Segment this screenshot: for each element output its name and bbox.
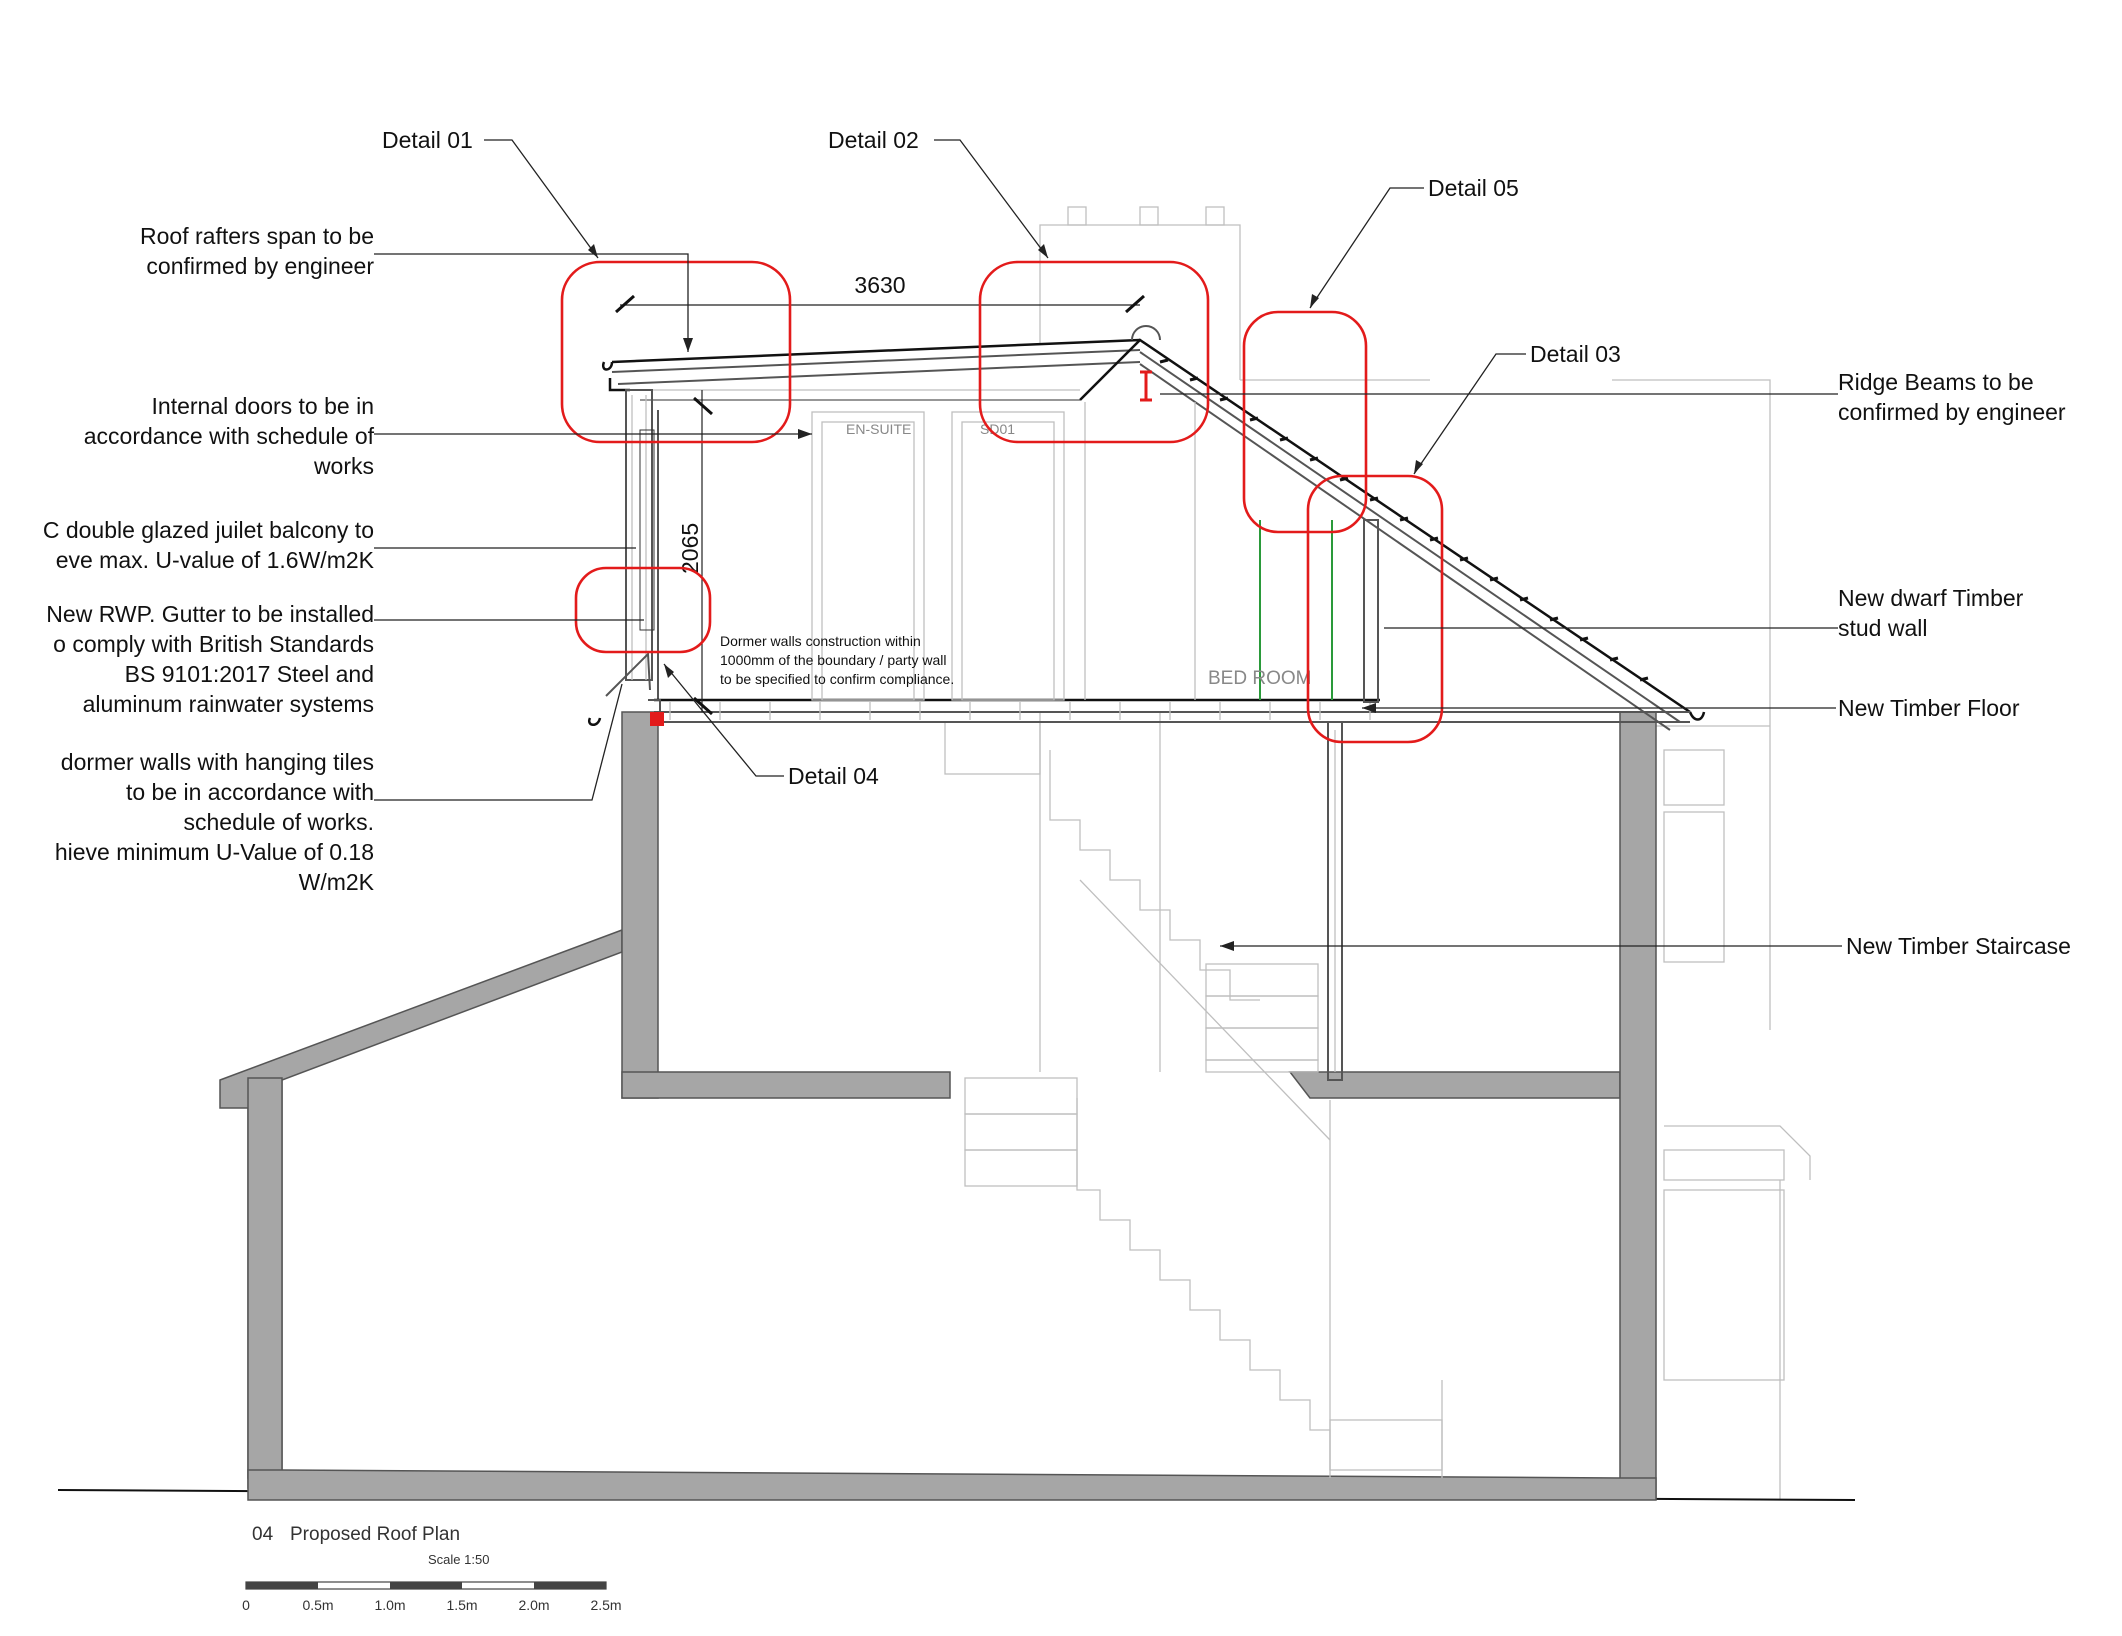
note-tiles-line-2: to be in accordance with xyxy=(126,779,374,805)
note-dwarf-line-1: New dwarf Timber xyxy=(1838,585,2024,611)
note-dwarf-line-2: stud wall xyxy=(1838,615,1927,641)
note-floor: New Timber Floor xyxy=(1838,695,2020,721)
drawing-scale: Scale 1:50 xyxy=(428,1552,489,1567)
door-tag: SD01 xyxy=(980,421,1015,437)
note-rwp-line-1: New RWP. Gutter to be installed xyxy=(46,601,374,627)
note-tiles-line-3: schedule of works. xyxy=(184,809,374,835)
scale-tick-4: 2.0m xyxy=(518,1597,549,1613)
detail-highlights xyxy=(560,260,1444,744)
detail-04-ring xyxy=(574,566,712,654)
dormer-note-line-3: to be specified to confirm compliance. xyxy=(720,671,954,687)
dimension-height: 2065 xyxy=(677,390,713,716)
note-rafters-line-1: Roof rafters span to be xyxy=(140,223,374,249)
height-dimension: 2065 xyxy=(677,523,703,574)
note-rafters-line-2: confirmed by engineer xyxy=(146,253,374,279)
note-stair: New Timber Staircase xyxy=(1846,933,2071,959)
timber-staircase xyxy=(944,712,1443,1478)
note-ridge-line-2: confirmed by engineer xyxy=(1838,399,2066,425)
dimension-span: 3630 xyxy=(615,272,1145,314)
detail-02-label: Detail 02 xyxy=(828,127,919,153)
detail-01-ring xyxy=(560,260,792,444)
room-ensuite: EN-SUITE xyxy=(846,421,911,437)
note-ridge-line-1: Ridge Beams to be xyxy=(1838,369,2034,395)
scale-tick-1: 0.5m xyxy=(302,1597,333,1613)
note-rwp-line-4: aluminum rainwater systems xyxy=(83,691,374,717)
drawing-number: 04 xyxy=(252,1524,274,1545)
note-rwp-line-2: o comply with British Standards xyxy=(53,631,374,657)
title-block: 04 Proposed Roof Plan Scale 1:50 0 0.5m … xyxy=(242,1524,621,1613)
scale-tick-3: 1.5m xyxy=(446,1597,477,1613)
dormer-note-line-1: Dormer walls construction within xyxy=(720,633,921,649)
note-rwp-line-3: BS 9101:2017 Steel and xyxy=(125,661,374,687)
note-doors-line-2: accordance with schedule of xyxy=(84,423,375,449)
detail-03-ring xyxy=(1306,474,1444,744)
note-tiles-line-4: hieve minimum U-Value of 0.18 xyxy=(55,839,374,865)
drawing-title: Proposed Roof Plan xyxy=(290,1524,460,1545)
detail-01-label: Detail 01 xyxy=(382,127,473,153)
room-bedroom: BED ROOM xyxy=(1208,668,1311,689)
scale-tick-2: 1.0m xyxy=(374,1597,405,1613)
scale-tick-0: 0 xyxy=(242,1597,250,1613)
detail-02-ring xyxy=(978,260,1210,444)
note-tiles-line-1: dormer walls with hanging tiles xyxy=(61,749,374,775)
detail-05-ring xyxy=(1242,310,1368,534)
note-balcony-line-1: C double glazed juilet balcony to xyxy=(43,517,374,543)
background-outlines xyxy=(1039,206,1811,1500)
span-dimension: 3630 xyxy=(854,272,905,298)
note-doors-line-1: Internal doors to be in xyxy=(152,393,374,419)
note-tiles-line-5: W/m2K xyxy=(299,869,375,895)
notes-right: Ridge Beams to be confirmed by engineer … xyxy=(1160,369,2071,959)
note-doors-line-3: works xyxy=(313,453,374,479)
note-balcony-line-2: eve max. U-value of 1.6W/m2K xyxy=(56,547,375,573)
notes-left: Roof rafters span to be confirmed by eng… xyxy=(43,223,812,895)
detail-04-label: Detail 04 xyxy=(788,763,879,789)
dormer-construction xyxy=(587,325,1706,1081)
scale-tick-5: 2.5m xyxy=(590,1597,621,1613)
dormer-note-line-2: 1000mm of the boundary / party wall xyxy=(720,652,946,668)
structural-walls xyxy=(219,711,1657,1501)
detail-05-label: Detail 05 xyxy=(1428,175,1519,201)
detail-03-label: Detail 03 xyxy=(1530,341,1621,367)
